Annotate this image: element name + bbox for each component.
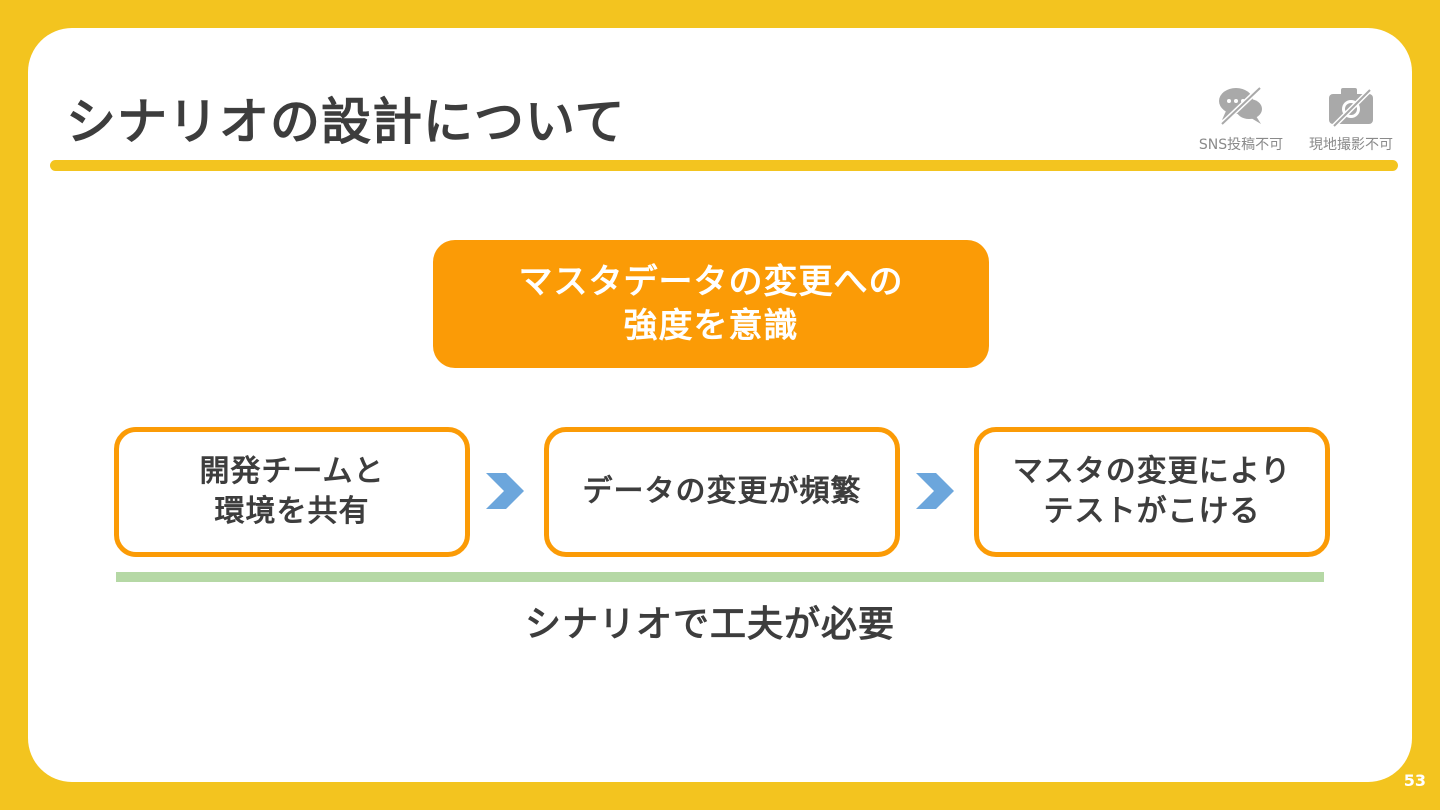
photo-notice: 現地撮影不可 [1296, 84, 1406, 154]
photo-notice-label: 現地撮影不可 [1309, 137, 1393, 153]
flow-step-3-line-1: マスタの変更により [1012, 454, 1292, 489]
sns-notice: SNS投稿不可 [1186, 84, 1296, 154]
no-chat-icon [1219, 86, 1262, 126]
page-number: 53 [1403, 771, 1426, 790]
highlight-box: マスタデータの変更への 強度を意識 [433, 240, 989, 368]
sns-notice-label: SNS投稿不可 [1198, 137, 1284, 153]
highlight-line-1: マスタデータの変更への [518, 262, 904, 302]
slide-card [28, 28, 1412, 782]
flow-step-shared-environment: 開発チームと 環境を共有 [114, 427, 470, 557]
no-camera-icon [1329, 88, 1373, 128]
conclusion-text: シナリオで工夫が必要 [524, 604, 895, 645]
slide-title: シナリオの設計について [66, 93, 626, 151]
flow-step-3-line-2: テストがこける [1043, 494, 1261, 529]
title-underline [50, 160, 1398, 171]
flow-step-1-line-1: 開発チームと [199, 454, 385, 489]
chevron-right-icon [486, 473, 524, 509]
flow-step-2-line-1: データの変更が頻繁 [582, 474, 862, 509]
highlight-line-2: 強度を意識 [623, 306, 799, 346]
flow-step-tests-fail: マスタの変更により テストがこける [974, 427, 1330, 557]
chevron-right-icon [916, 473, 954, 509]
flow-step-frequent-changes: データの変更が頻繁 [544, 427, 900, 557]
conclusion-bar [116, 572, 1324, 582]
flow-step-1-line-2: 環境を共有 [214, 494, 370, 529]
